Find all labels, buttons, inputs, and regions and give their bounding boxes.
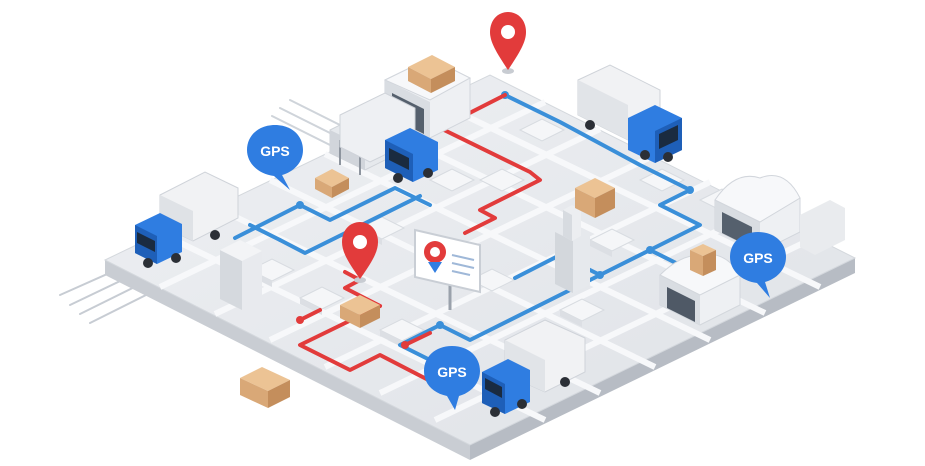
package-box-floating xyxy=(240,367,290,408)
gps-marker-right: GPS xyxy=(730,232,786,298)
gps-marker-top-left: GPS xyxy=(247,125,303,190)
warehouse-right xyxy=(714,175,845,255)
package-box-center-left xyxy=(340,295,380,328)
blue-route-nodes xyxy=(296,91,694,329)
location-pin-top-icon xyxy=(490,12,526,74)
delivery-truck-left xyxy=(135,171,239,268)
office-tower-center xyxy=(555,205,590,293)
office-building-left xyxy=(220,240,262,310)
gps-marker-bottom: GPS xyxy=(424,346,480,410)
package-stack-center xyxy=(575,178,615,218)
package-box-left xyxy=(315,169,349,198)
package-box-right xyxy=(690,244,716,276)
red-route-nodes xyxy=(296,316,409,349)
tracking-billboard xyxy=(414,228,481,310)
gps-label: GPS xyxy=(437,364,467,380)
speed-lines-top xyxy=(271,99,347,146)
delivery-truck-bottom xyxy=(482,319,586,417)
gps-label: GPS xyxy=(743,250,773,266)
location-pin-center-icon xyxy=(342,222,378,283)
gps-label: GPS xyxy=(260,143,290,159)
package-box-warehouse-top xyxy=(408,55,455,93)
delivery-truck-top-left xyxy=(339,92,438,183)
delivery-truck-top-right xyxy=(577,64,682,163)
